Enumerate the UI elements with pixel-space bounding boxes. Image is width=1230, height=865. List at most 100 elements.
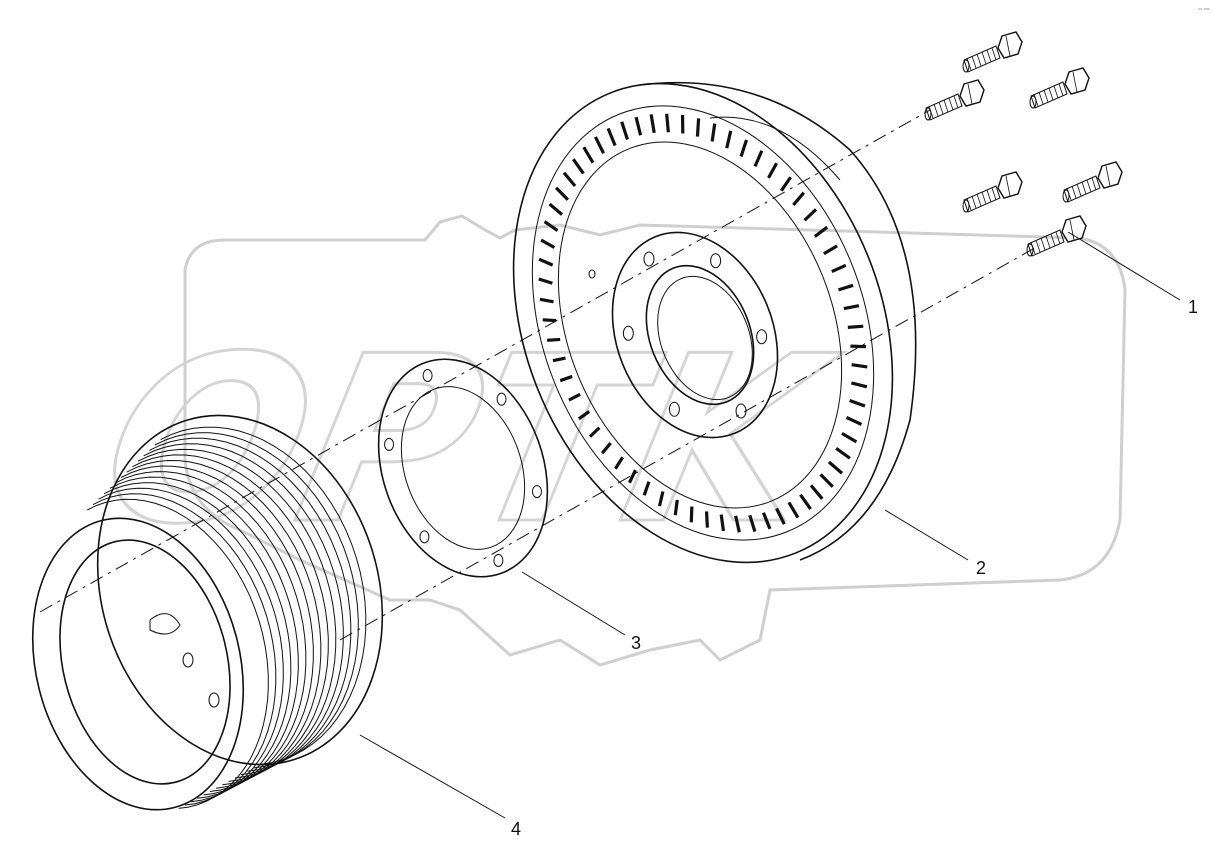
damper-slot	[642, 481, 651, 496]
damper-slot	[850, 344, 867, 349]
damper-slot	[819, 473, 834, 488]
damper-slot	[761, 512, 772, 530]
damper-slot	[600, 442, 612, 455]
bolt-head-edge	[967, 83, 973, 105]
damper-slot	[577, 410, 591, 421]
leader-line-3	[521, 571, 626, 636]
damper-slot	[748, 514, 757, 533]
bolt	[1062, 161, 1123, 203]
damper-slot	[568, 392, 581, 402]
damper-slot	[695, 118, 701, 137]
bolt	[1026, 215, 1087, 257]
corner-mark: ⁰⁰ ⁰⁰⁰	[1198, 8, 1210, 14]
damper-slot	[710, 123, 717, 142]
damper-slot	[725, 130, 733, 149]
damper-bolt-hole	[668, 401, 680, 417]
pulley-groove	[115, 471, 307, 792]
damper-slot	[775, 507, 786, 525]
damper-slot	[627, 469, 637, 484]
damper-slot	[734, 515, 741, 533]
spacer-plate-hole	[419, 530, 430, 544]
pulley-groove	[120, 465, 314, 789]
damper-slots	[538, 113, 868, 533]
bolt	[1029, 67, 1090, 109]
bolt-shank	[925, 93, 963, 121]
center-lines	[39, 109, 1041, 641]
damper-slot	[593, 136, 605, 154]
damper-slot	[803, 208, 818, 222]
bolt-thread	[1055, 231, 1061, 245]
damper-slot	[673, 499, 679, 516]
bolt-head	[997, 31, 1023, 59]
damper-face-outer	[512, 82, 894, 564]
bolt-thread	[953, 95, 959, 109]
bolt-tip	[1029, 95, 1037, 109]
pulley-groove	[103, 482, 292, 799]
bolt-thread	[1038, 91, 1044, 105]
bolt-thread	[1071, 185, 1077, 199]
damper-slot	[588, 426, 601, 438]
pulley-groove	[149, 437, 352, 772]
bolt-tip	[1026, 243, 1034, 257]
callout-1: 1	[1188, 297, 1198, 317]
pulley-groove	[87, 498, 269, 809]
damper-slot	[841, 431, 858, 444]
bolt-tip	[924, 107, 932, 121]
damper-bolt-hole	[622, 325, 634, 341]
bolt-head	[959, 79, 985, 107]
spacer-plate-outer	[377, 358, 549, 578]
damper-slot	[767, 162, 778, 179]
damper-pin-hole	[588, 269, 596, 279]
bolt-thread	[991, 47, 997, 61]
bolt-head-edge	[1069, 219, 1075, 241]
damper-slot	[606, 127, 617, 147]
pulley-groove	[126, 459, 322, 786]
bolt-thread	[1050, 233, 1056, 247]
damper-slot	[538, 257, 554, 267]
pulley-hub-boss	[149, 613, 181, 635]
pulley-grooves	[87, 426, 367, 809]
damper-slot	[540, 238, 556, 249]
bolt-head	[1097, 161, 1123, 189]
bolt-thread	[981, 191, 987, 205]
damper-slot	[792, 191, 806, 206]
bolt-thread	[943, 99, 949, 113]
damper-slot	[780, 176, 792, 192]
damper-slot	[552, 356, 566, 363]
damper-rim	[639, 81, 917, 561]
damper-slot	[649, 114, 656, 134]
bolt	[962, 171, 1023, 213]
damper-slot	[719, 514, 726, 532]
bolt-shank	[963, 45, 1001, 73]
damper-slot	[539, 297, 554, 304]
bolt-thread	[991, 187, 997, 201]
damper-slot	[813, 225, 829, 238]
spacer-plate-hole	[384, 437, 395, 451]
bolt-thread	[1043, 89, 1049, 103]
damper-slot	[753, 150, 764, 168]
damper-slot	[582, 146, 595, 164]
damper-slot	[542, 318, 557, 323]
bolt-thread	[1040, 237, 1046, 251]
spacer-plate-hole	[422, 369, 433, 383]
pulley-groove	[154, 432, 359, 769]
bolt-thread	[1091, 177, 1097, 191]
damper-slot	[546, 337, 561, 342]
pulley-hub-hole-2	[208, 692, 220, 708]
damper-slot	[614, 456, 625, 470]
bolt-thread	[1035, 239, 1041, 253]
damper-slot	[657, 491, 665, 507]
bolt-thread	[1045, 235, 1051, 249]
bolts	[924, 31, 1123, 257]
damper-bore-inner	[657, 275, 753, 401]
damper-slot	[538, 277, 553, 285]
damper-slot-ring-inner	[557, 141, 843, 509]
pulley-groove	[92, 493, 277, 806]
callout-2: 2	[976, 558, 986, 578]
bolt-thread	[938, 101, 944, 115]
pulley-groove	[98, 487, 284, 803]
bolt-head	[997, 171, 1023, 199]
bolt-tip	[962, 59, 970, 73]
pulley-groove	[160, 426, 367, 765]
